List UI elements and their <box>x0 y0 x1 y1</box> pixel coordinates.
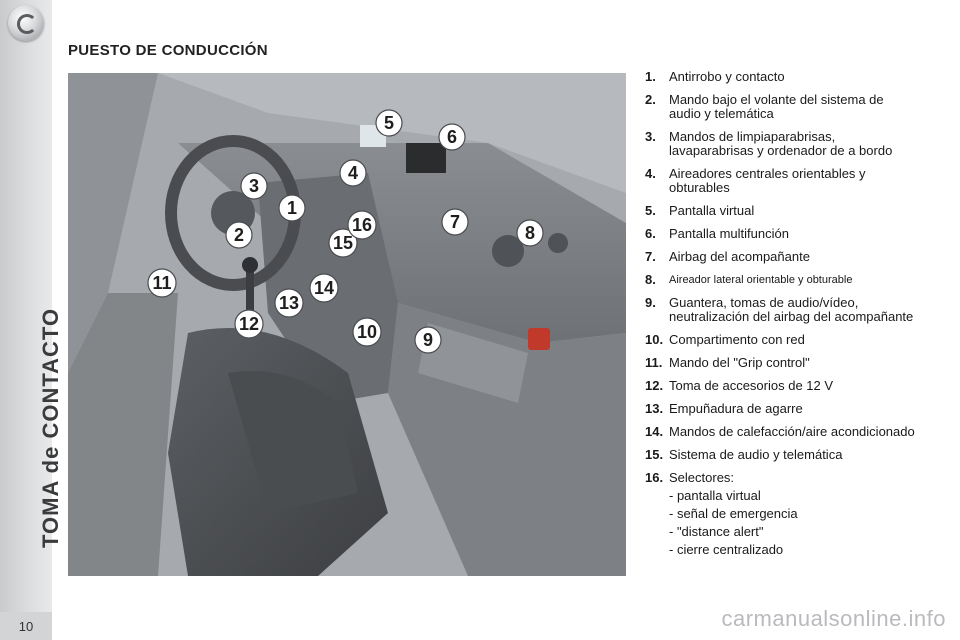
windshield <box>158 73 626 193</box>
brand-logo-icon <box>8 5 44 41</box>
a-pillar <box>68 73 158 373</box>
legend-item: 10.Compartimento con red <box>645 332 805 347</box>
callout-3: 3 <box>240 172 268 200</box>
legend-item: 8.Aireador lateral orientable y obturabl… <box>645 272 853 287</box>
callout-9: 9 <box>414 326 442 354</box>
door-panel <box>68 293 178 576</box>
legend-item: 11.Mando del "Grip control" <box>645 355 810 370</box>
cockpit-drawing: 1 2 3 4 5 6 7 8 9 10 11 12 13 14 15 16 <box>68 73 626 576</box>
legend-item: 15.Sistema de audio y telemática <box>645 447 843 462</box>
svg-text:6: 6 <box>447 127 457 147</box>
svg-text:1: 1 <box>287 198 297 218</box>
callout-6: 6 <box>438 123 466 151</box>
side-vent <box>492 235 524 267</box>
legend-item: 6.Pantalla multifunción <box>645 226 789 241</box>
page-number: 10 <box>0 612 52 640</box>
callout-13: 13 <box>274 288 304 318</box>
legend-item: 12.Toma de accesorios de 12 V <box>645 378 834 393</box>
callout-2: 2 <box>225 221 253 249</box>
svg-text:10: 10 <box>357 322 377 342</box>
sidebar: TOMA de CONTACTO 10 <box>0 0 63 640</box>
svg-text:8: 8 <box>525 223 535 243</box>
legend-item: 16.Selectores: <box>645 470 735 485</box>
legend-item: 1.Antirrobo y contacto <box>645 69 785 84</box>
legend-item: 5.Pantalla virtual <box>645 203 755 218</box>
legend-item: 7.Airbag del acompañante <box>645 249 810 264</box>
legend-item: 2.Mando bajo el volante del sistema de a… <box>645 92 884 121</box>
callout-14: 14 <box>309 273 339 303</box>
callout-7: 7 <box>441 208 469 236</box>
callout-12: 12 <box>234 309 264 339</box>
svg-text:13: 13 <box>279 293 299 313</box>
legend-list: 1.Antirrobo y contacto 2.Mando bajo el v… <box>645 70 915 561</box>
svg-text:9: 9 <box>423 330 433 350</box>
legend-item: 13.Empuñadura de agarre <box>645 401 803 416</box>
legend-item: 4.Aireadores centrales orientables y obt… <box>645 166 866 195</box>
gear-lever <box>242 257 258 273</box>
callout-16: 16 <box>347 210 377 240</box>
svg-text:12: 12 <box>239 314 259 334</box>
section-title: TOMA de CONTACTO <box>38 307 63 548</box>
callout-10: 10 <box>352 317 382 347</box>
svg-text:16: 16 <box>352 215 372 235</box>
callout-1: 1 <box>278 194 306 222</box>
callout-8: 8 <box>516 219 544 247</box>
callout-11: 11 <box>147 268 177 298</box>
legend-item: 3.Mandos de limpiaparabrisas, lavaparabr… <box>645 129 893 158</box>
selector-item: - "distance alert" <box>669 524 764 539</box>
watermark: carmanualsonline.info <box>721 606 946 631</box>
svg-text:5: 5 <box>384 113 394 133</box>
legend-item: 14.Mandos de calefacción/aire acondicion… <box>645 424 915 439</box>
airbag-switch <box>528 328 550 350</box>
callout-15: 15 <box>328 228 358 258</box>
svg-text:4: 4 <box>348 163 358 183</box>
svg-text:3: 3 <box>249 176 259 196</box>
cockpit-illustration: 1 2 3 4 5 6 7 8 9 10 11 12 13 14 15 16 <box>68 73 626 576</box>
selector-item: - señal de emergencia <box>669 506 798 521</box>
svg-text:14: 14 <box>314 278 334 298</box>
svg-text:7: 7 <box>450 212 460 232</box>
svg-text:2: 2 <box>234 225 244 245</box>
callout-5: 5 <box>375 109 403 137</box>
selector-list: - pantalla virtual - señal de emergencia… <box>669 489 915 557</box>
svg-text:11: 11 <box>152 273 171 293</box>
legend-item: 9.Guantera, tomas de audio/vídeo, neutra… <box>645 295 914 324</box>
svg-text:15: 15 <box>333 233 353 253</box>
callout-4: 4 <box>339 159 367 187</box>
multifunction-screen <box>406 143 446 173</box>
selector-item: - cierre centralizado <box>669 542 784 557</box>
glovebox <box>418 323 528 403</box>
page-title: PUESTO DE CONDUCCIÓN <box>68 42 268 59</box>
selector-item: - pantalla virtual <box>669 488 761 503</box>
